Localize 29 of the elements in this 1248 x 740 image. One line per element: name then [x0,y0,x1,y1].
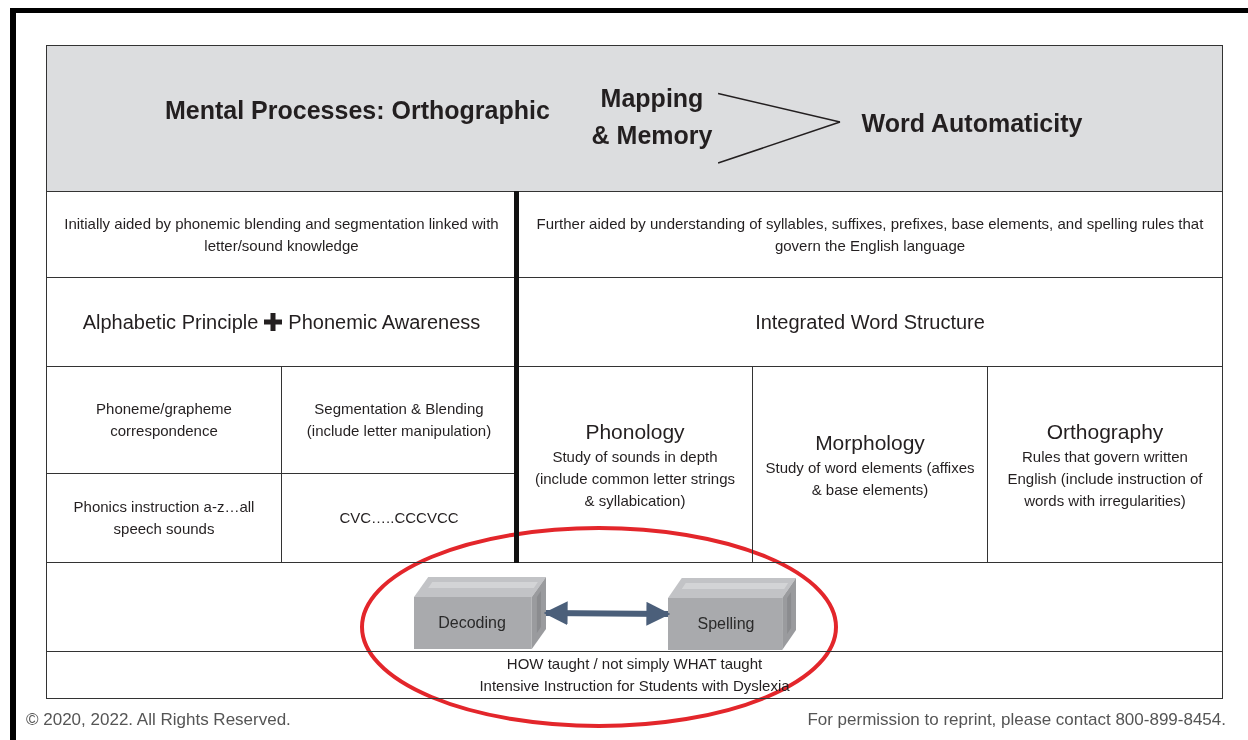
cell-text: Phoneme/grapheme correspondence [95,399,233,441]
connector-line [717,92,841,123]
cell-heading: Morphology [815,429,925,456]
cell-text: Initially aided by phonemic blending and segmentation linked with letter/sound knowledge [63,213,500,256]
cell-text: Study of sounds in depth (include common letter strings & syllabication) [533,446,737,511]
header-band [46,45,1223,192]
cell-heading: Alphabetic Principle [82,310,259,335]
cell-text: Phonics instruction a-z…all speech sounds [72,497,256,539]
connector-line [717,121,841,164]
cell-text: Rules that govern written English (include instruction of words with irregularities) [1006,446,1204,511]
cell-text: Further aided by understanding of syllables, suffixes, prefixes, base elements, and spelling rules that govern the English language [535,213,1205,256]
copyright-note: © 2020, 2022. All Rights Reserved. [26,709,291,731]
header-term-text: Mapping & Memory [591,83,713,151]
connector-line [543,601,671,626]
block-label: Spelling [697,614,755,634]
header-title: Mental Processes: Orthographic [165,95,550,126]
cell-heading: Phonemic Awareness [288,310,481,335]
cell-text: CVC…..CCCVCC [339,508,459,528]
cell-text: Study of word elements (affixes & base elements) [765,457,975,500]
cell-heading: Phonology [585,418,685,445]
table-cell [46,651,1223,699]
cell-text: HOW taught / not simply WHAT taught [506,654,763,674]
permission-note: For permission to reprint, please contact 800-899-8454. [807,709,1226,731]
block-label: Decoding [438,613,506,633]
cell-heading: Integrated Word Structure [755,310,985,335]
cell-heading: Orthography [1046,418,1164,445]
cell-text: Segmentation & Blending (include letter manipulation) [305,399,493,441]
cell-text: Intensive Instruction for Students with Dyslexia [479,676,790,696]
header-term-text: Word Automaticity [861,107,1083,139]
